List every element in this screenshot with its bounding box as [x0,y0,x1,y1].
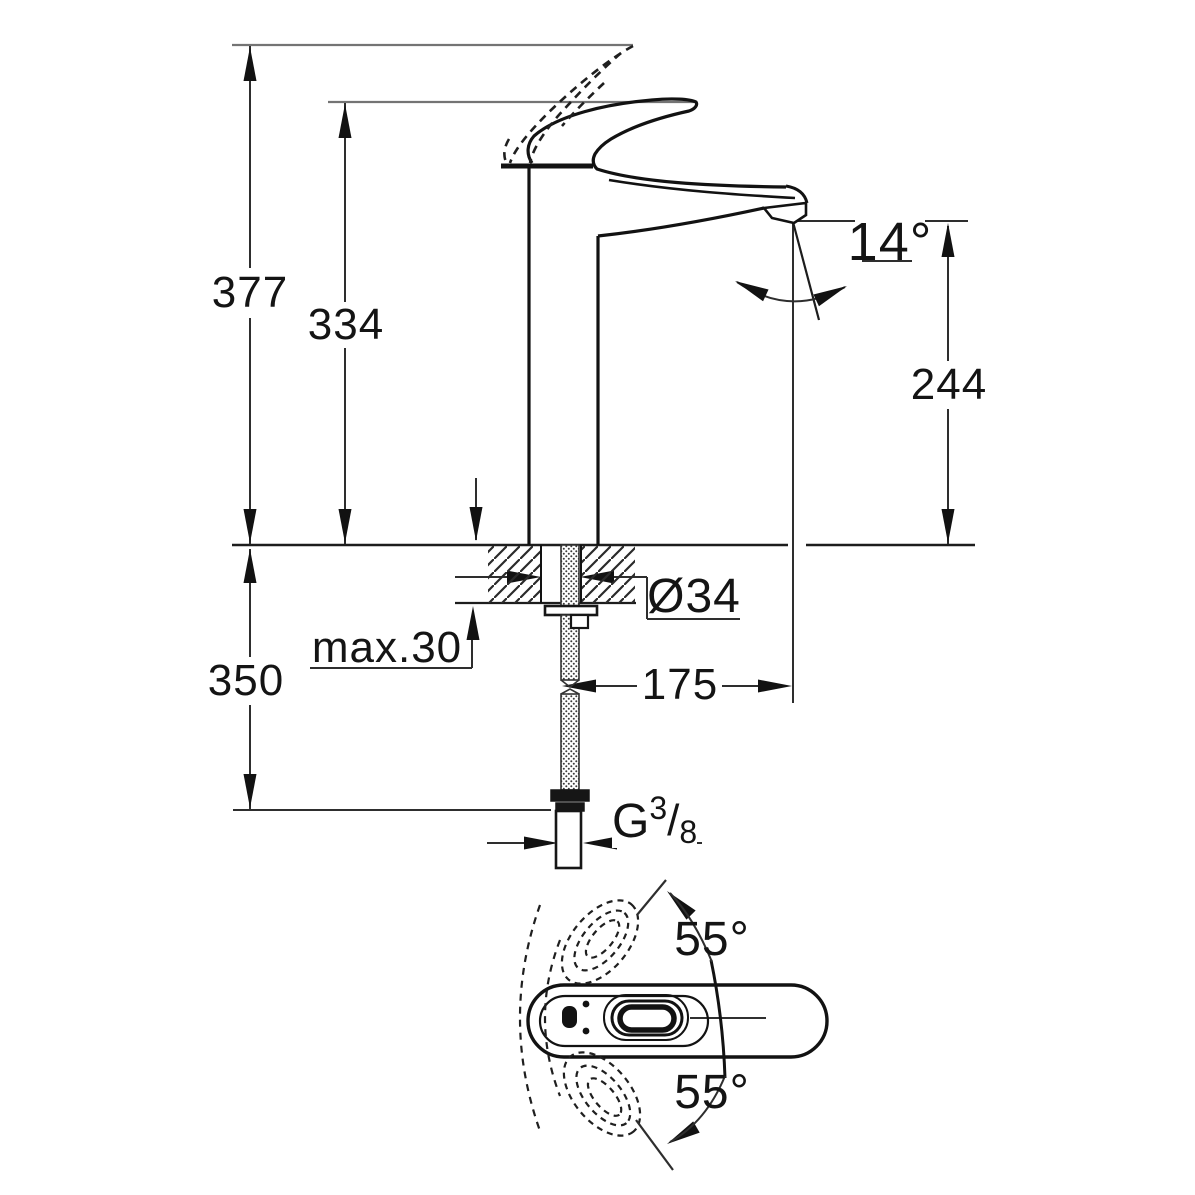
thread-denominator: 8 [679,814,698,850]
handle-swivel-down-dashed [562,1051,642,1137]
faucet-top-view [518,879,829,1171]
mounting-nut [569,613,590,630]
mounting-flange [543,604,599,617]
dim-label-thread-size: G3/8 [612,790,698,850]
detail-dot-top [582,1000,590,1008]
deck-hatch-left [488,546,541,603]
swivel-angle-leaders [635,879,726,1171]
spout-bottom-line [597,206,765,238]
hose-lower [560,693,580,791]
dimension-lines [232,46,975,844]
pivot-crossing-line [709,959,727,1079]
spout-tilt-line [791,221,821,321]
handle-swing-arcs-dashed [518,904,562,1132]
faucet-front-view [488,44,809,603]
threaded-rod-upper [560,544,580,607]
dim-label-handle-height: 334 [303,302,389,348]
mounting-assembly [543,544,599,870]
lever-handle-solid [526,97,787,189]
aerator-outlet [761,201,808,225]
lever-handle-open-dashed [503,44,634,167]
logo-capsule [562,1006,577,1028]
deck-hatch-right [581,546,635,603]
handle-plan-outline [526,983,829,1059]
dim-label-spout-height: 244 [906,362,992,408]
hose-break-marks [560,679,580,695]
thread-slash: / [667,796,680,845]
dim-label-overall-height: 377 [207,270,293,316]
thread-numerator: 3 [649,790,668,826]
dim-label-hose-offset: 175 [637,662,723,708]
deck-hole-edges [540,545,582,603]
dim-label-spout-angle: 14° [847,212,933,272]
dim-label-hole-diameter: Ø34 [647,570,741,623]
connection-tube [554,809,583,870]
dim-label-swivel-angle-down: 55° [674,1066,750,1119]
thumb-pad-ring-outer [603,994,689,1041]
detail-dot-bottom [582,1027,590,1035]
spout-top-line [608,178,796,200]
dim-label-swivel-angle-up: 55° [674,913,750,966]
hose-connector-nut-top [550,789,590,802]
handle-swivel-up-dashed [560,899,640,985]
reference-lines [232,43,697,104]
thumb-pad-ring-inner [617,1004,677,1033]
dim-label-max-deck-thickness: max.30 [311,623,463,672]
thread-letter: G [612,795,650,848]
dim-label-below-deck-clearance: 350 [203,658,289,704]
spout-nose [785,184,809,204]
thumb-pad-ring-middle [610,999,684,1037]
